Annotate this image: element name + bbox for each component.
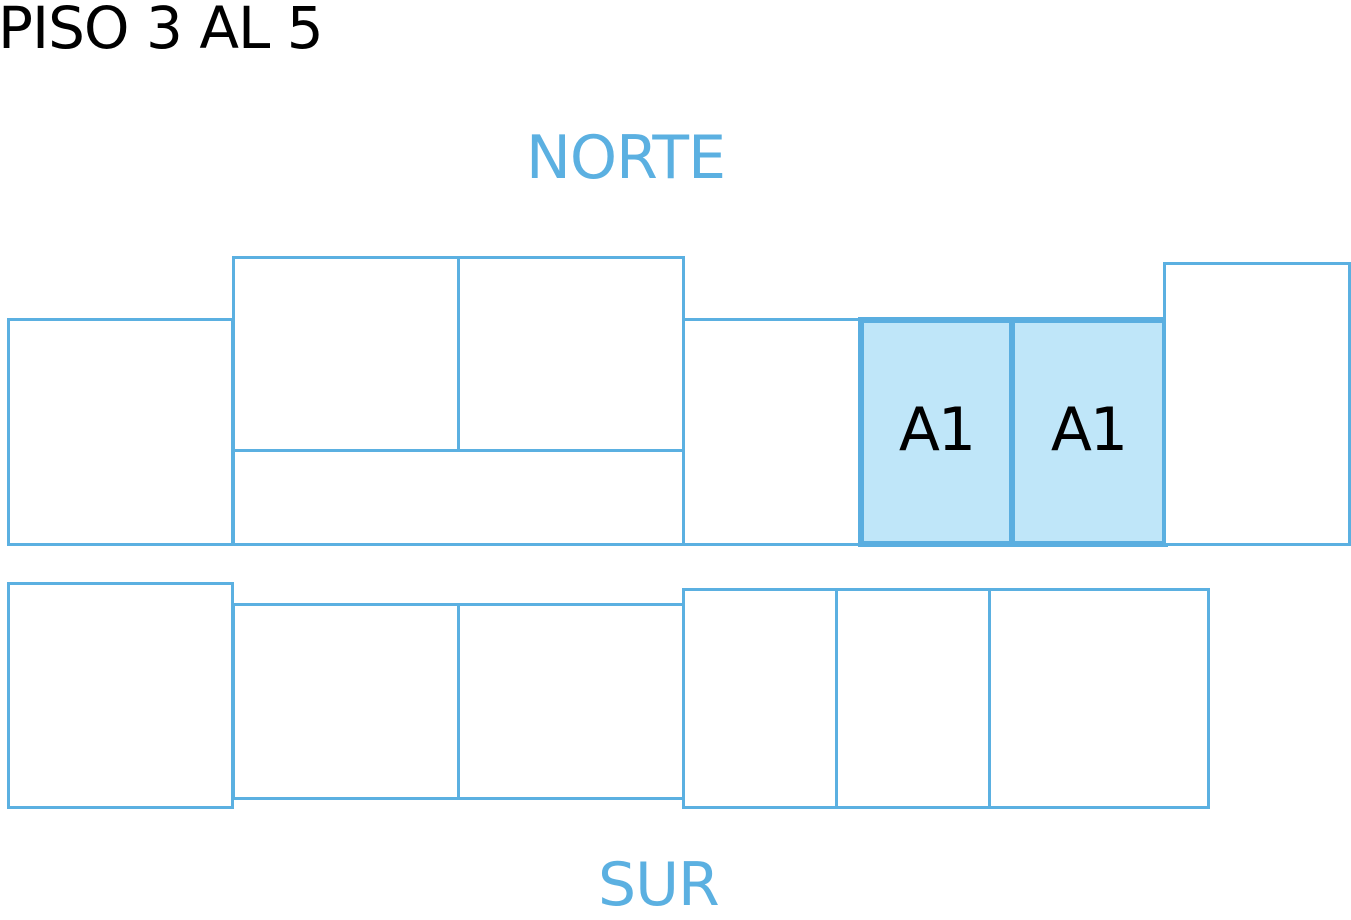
- unit-south-6[interactable]: [988, 588, 1210, 809]
- unit-south-4[interactable]: [682, 588, 838, 809]
- unit-north-3[interactable]: [457, 256, 685, 452]
- north-label: NORTE: [526, 123, 726, 193]
- unit-south-5[interactable]: [835, 588, 991, 809]
- unit-north-5[interactable]: [1163, 262, 1351, 546]
- unit-a1-right[interactable]: A1: [1009, 317, 1168, 547]
- unit-north-corridor[interactable]: [232, 449, 685, 546]
- unit-north-2[interactable]: [232, 256, 460, 452]
- unit-south-3[interactable]: [457, 603, 685, 800]
- unit-north-1[interactable]: [7, 318, 234, 546]
- unit-label: A1: [898, 395, 976, 465]
- unit-north-4[interactable]: [682, 318, 862, 546]
- floor-title: PISO 3 AL 5: [0, 0, 324, 62]
- unit-south-1[interactable]: [7, 582, 234, 809]
- unit-south-2[interactable]: [232, 603, 460, 800]
- unit-a1-left[interactable]: A1: [858, 317, 1015, 547]
- south-label: SUR: [598, 850, 720, 920]
- unit-label: A1: [1050, 395, 1128, 465]
